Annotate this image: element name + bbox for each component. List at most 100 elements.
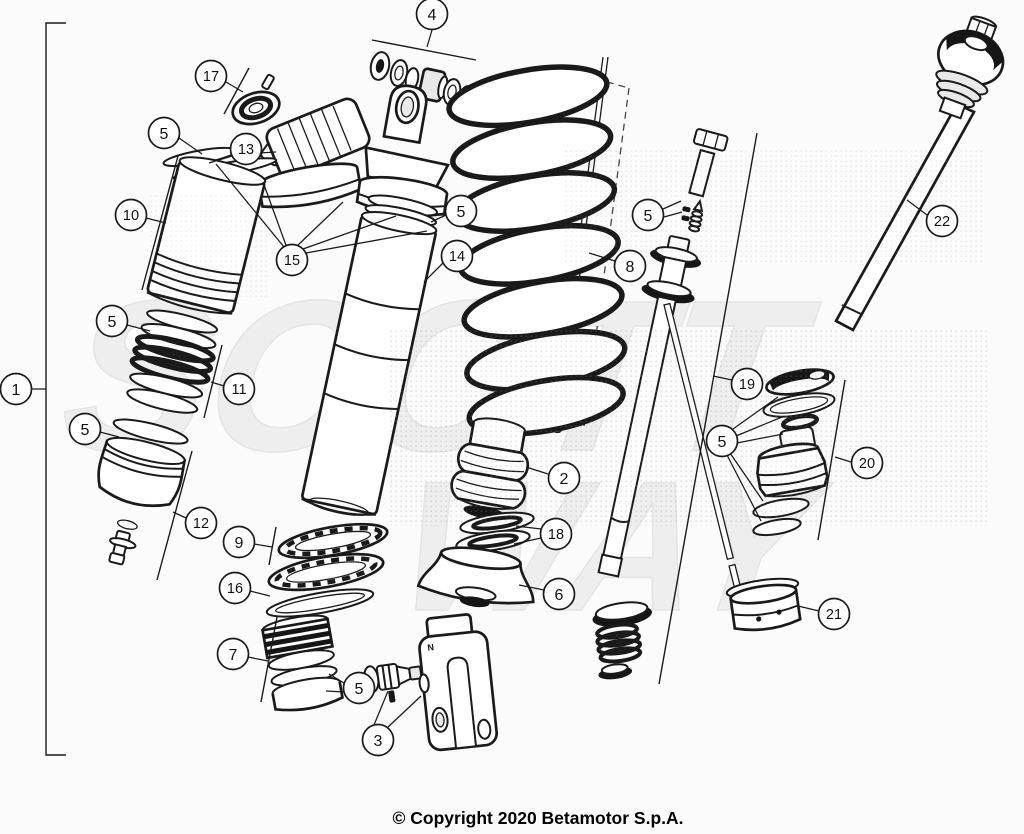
callout-circle-5 [444, 194, 478, 228]
reservoir-cap [231, 73, 281, 126]
callout-number-16: 16 [227, 581, 243, 597]
callout-circle-18 [539, 517, 573, 551]
callout-leader-line [729, 452, 764, 502]
callout-circle-5 [147, 116, 181, 150]
callout-circle-5 [631, 198, 665, 232]
callout-circle-7 [216, 637, 250, 671]
callout-12-11: 12 [172, 506, 218, 540]
rebound-spring [595, 622, 643, 664]
callout-leader-line [588, 252, 616, 262]
callout-20-26: 20 [834, 446, 884, 480]
callout-leader-line [663, 211, 683, 218]
callout-5-16: 5 [325, 671, 376, 705]
callout-circle-3 [361, 723, 395, 757]
callout-leader-line [513, 537, 542, 545]
callout-7-15: 7 [216, 637, 269, 671]
callout-circle-20 [850, 446, 884, 480]
callout-leader-line [373, 690, 389, 726]
callout-number-3: 3 [374, 733, 383, 750]
callout-circle-14 [440, 239, 474, 273]
callout-circle-17 [194, 59, 228, 93]
callout-leader-line [518, 584, 545, 591]
callout-13-4: 13 [208, 132, 277, 166]
callout-number-21: 21 [826, 607, 842, 623]
callout-4-1: 4 [415, 0, 449, 48]
callout-leader-line [99, 431, 120, 438]
callout-leader-line [325, 690, 345, 693]
callout-circle-19 [730, 367, 764, 401]
callout-leader-line [305, 230, 428, 254]
callout-circle-13 [229, 132, 263, 166]
callout-circle-5 [705, 424, 739, 458]
callout-circle-22 [925, 204, 959, 238]
callout-number-1: 1 [12, 382, 21, 399]
callout-8-21: 8 [588, 249, 647, 283]
callout-leader-line [726, 454, 762, 522]
callout-leader-line [145, 217, 167, 224]
callout-21-27: 21 [797, 597, 851, 631]
copyright-text: © Copyright 2020 Betamotor S.p.A. [392, 808, 684, 828]
callout-circle-10 [114, 198, 148, 232]
callout-leader-line [210, 381, 225, 387]
callout-number-5: 5 [160, 126, 169, 143]
callout-number-13: 13 [238, 142, 254, 158]
callout-number-11: 11 [231, 382, 246, 398]
callout-circle-9 [222, 525, 256, 559]
callout-number-8: 8 [626, 259, 635, 276]
callout-15-6: 15 [215, 163, 428, 277]
callout-14-8: 14 [423, 239, 474, 283]
callout-number-5: 5 [108, 314, 117, 331]
callout-leader-line [296, 201, 344, 247]
callout-number-5: 5 [457, 204, 466, 221]
large-o-ring [265, 588, 375, 618]
callout-3-17: 3 [361, 690, 422, 757]
callout-number-22: 22 [934, 214, 950, 230]
callout-number-20: 20 [859, 456, 875, 472]
callout-circle-2 [547, 461, 581, 495]
callout-9-13: 9 [222, 525, 273, 559]
callout-5-12: 5 [68, 412, 120, 446]
callout-number-6: 6 [555, 587, 564, 604]
callout-19-24: 19 [712, 367, 764, 401]
callout-10-5: 10 [114, 198, 167, 232]
callout-5-3: 5 [147, 116, 203, 155]
callout-leader-line [247, 656, 269, 662]
callout-leader-line [735, 416, 783, 437]
callout-number-12: 12 [193, 516, 209, 532]
callout-leader-line [906, 199, 928, 216]
reservoir-end-cap [97, 418, 189, 566]
callout-leader-line [225, 81, 244, 93]
callout-circle-8 [613, 249, 647, 283]
callout-circle-11 [222, 372, 256, 406]
adjuster-rings [267, 522, 389, 592]
callout-number-2: 2 [560, 471, 569, 488]
callout-leader-line [426, 29, 433, 48]
callout-number-18: 18 [548, 527, 564, 543]
callout-circle-5 [95, 304, 129, 338]
callout-number-9: 9 [235, 535, 244, 552]
callout-circle-16 [218, 571, 252, 605]
callout-number-5: 5 [355, 681, 364, 698]
callout-circle-4 [415, 0, 449, 31]
halftone-shading [150, 148, 988, 526]
callout-11-10: 11 [210, 372, 256, 406]
callout-1-0: 1 [0, 372, 46, 406]
callout-6-20: 6 [518, 577, 576, 611]
callout-number-17: 17 [203, 69, 219, 85]
callout-22-23: 22 [906, 199, 959, 238]
callout-2-18: 2 [525, 461, 581, 495]
callout-5-7: 5 [430, 194, 478, 228]
callout-leader-line [386, 695, 422, 729]
callout-5-9: 5 [95, 304, 151, 338]
damper-body [301, 194, 439, 516]
callout-leader-line [712, 375, 733, 381]
callout-18-19: 18 [513, 517, 573, 551]
callout-number-5: 5 [718, 434, 727, 451]
callout-circle-15 [275, 243, 309, 277]
callout-leader-line [262, 181, 288, 249]
callout-number-19: 19 [739, 377, 755, 393]
clevis-marking: N [427, 642, 435, 653]
callout-leader-line [302, 215, 397, 250]
callout-5-22: 5 [631, 198, 683, 232]
